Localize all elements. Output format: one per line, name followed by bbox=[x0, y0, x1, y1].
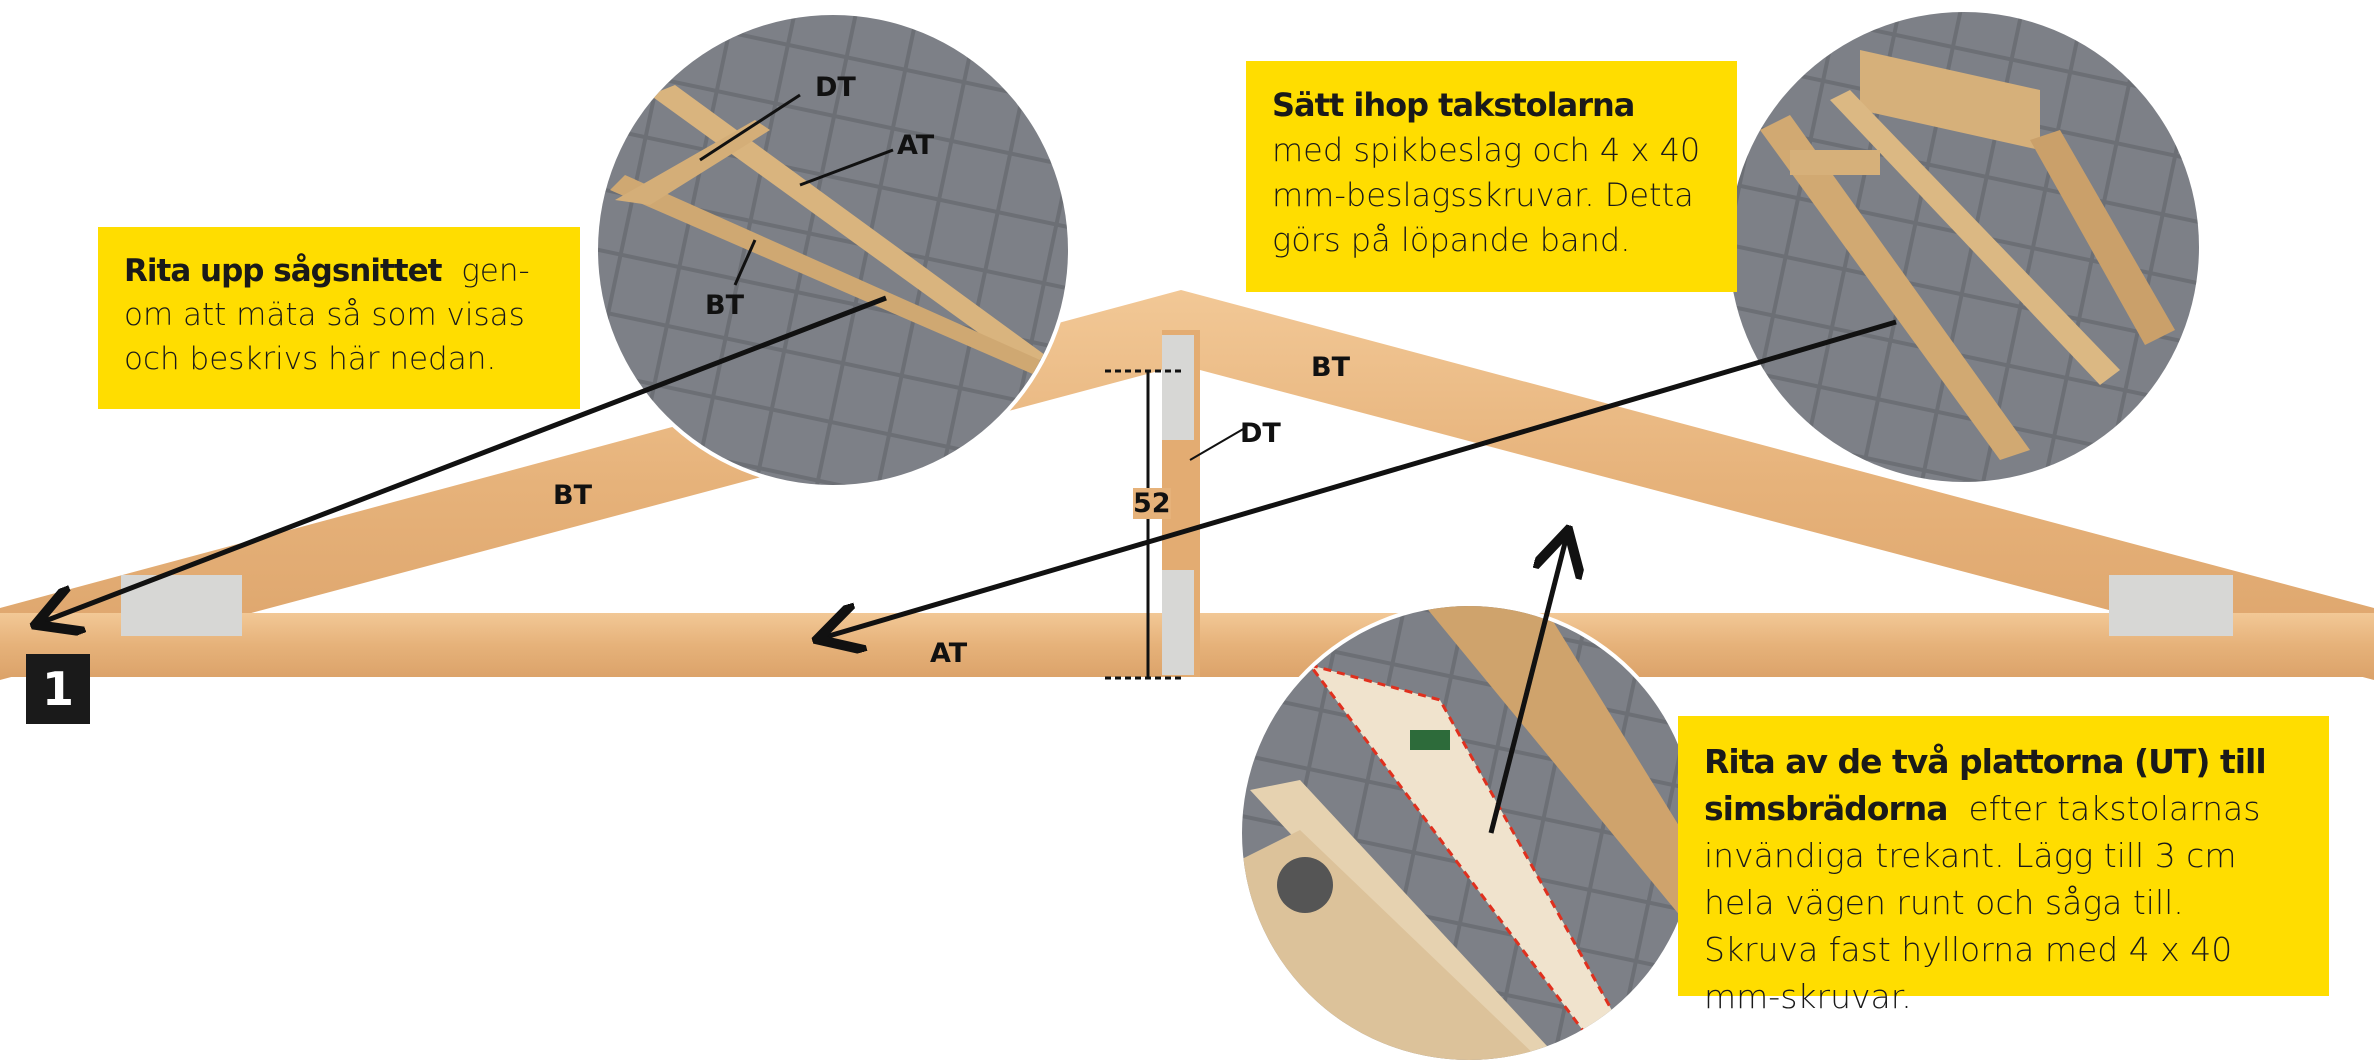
callout-title: Sätt ihop takstolarna bbox=[1272, 86, 1635, 124]
photo-measure bbox=[594, 11, 1072, 489]
truss-label-bt-right: BT bbox=[1311, 352, 1350, 383]
callout-plates: Rita av de två plattorna (UT) till simsb… bbox=[1678, 716, 2329, 1016]
callout-body: efter takstolarnas invändiga trekant. Lä… bbox=[1704, 789, 2261, 1016]
arrow-to-bottom-chord bbox=[822, 319, 1897, 638]
post-plate-bottom bbox=[1162, 570, 1194, 675]
truss-label-at: AT bbox=[930, 638, 968, 669]
photo-label-bt: BT bbox=[705, 290, 744, 321]
dimension-label: 52 bbox=[1133, 488, 1171, 519]
arrow-to-saw-cut bbox=[40, 295, 887, 623]
top-chord-right bbox=[1181, 290, 2374, 680]
callout-title: Rita upp sågsnittet bbox=[124, 253, 442, 289]
truss-label-bt-left: BT bbox=[553, 480, 592, 511]
photo-label-dt: DT bbox=[815, 72, 856, 103]
post-plate-top bbox=[1162, 335, 1194, 440]
nail-plate-right bbox=[2109, 575, 2233, 636]
callout-body: gen­om att mäta så som visas och beskriv… bbox=[124, 253, 530, 377]
arrow-to-inner-triangle bbox=[1488, 535, 1567, 834]
callout-title: Rita av de två plattorna (UT) till simsb… bbox=[1704, 742, 2267, 828]
step-number-badge: 1 bbox=[26, 654, 90, 724]
callout-body: med spikbeslag och 4 x 40 mm-beslagsskru… bbox=[1272, 131, 1701, 259]
photo-label-at: AT bbox=[897, 130, 935, 161]
callout-assemble: Sätt ihop takstolarna med spikbeslag och… bbox=[1246, 61, 1737, 292]
callout-saw-cut: Rita upp sågsnittet gen­om att mäta så s… bbox=[98, 227, 580, 409]
photo-assembly bbox=[1725, 8, 2203, 486]
truss-label-dt: DT bbox=[1240, 418, 1281, 449]
photo-plates bbox=[1238, 602, 1700, 1062]
